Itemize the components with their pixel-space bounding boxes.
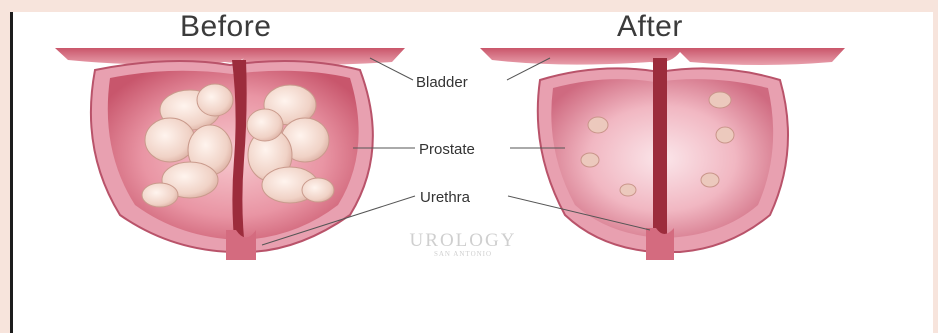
urethra-label: Urethra [420,189,470,206]
before-title: Before [180,10,271,44]
after-title: After [617,10,683,44]
watermark: UROLOGY SAN ANTONIO [388,230,538,258]
after-urethra [653,58,667,252]
prostate-label: Prostate [419,141,475,158]
after-illustration [480,48,845,260]
after-urethra-stem [646,228,674,260]
before-illustration [55,48,405,260]
bladder-label: Bladder [416,74,468,91]
watermark-main: UROLOGY [388,230,538,252]
before-bladder-wall [55,48,405,65]
